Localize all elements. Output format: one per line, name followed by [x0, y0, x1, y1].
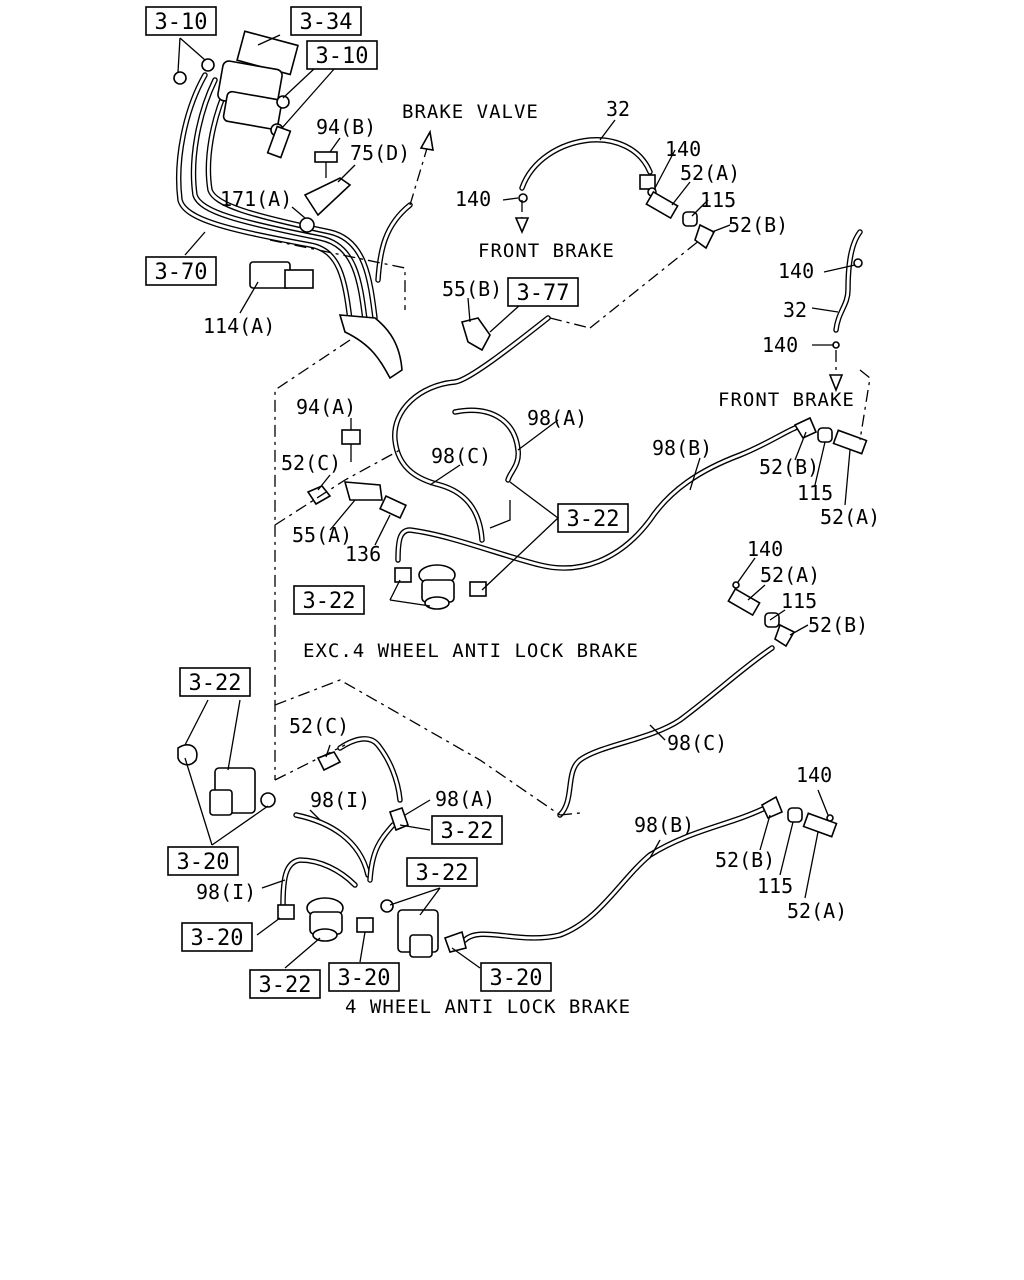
label-94a: 94(A) [296, 395, 356, 419]
label-55a: 55(A) [292, 523, 352, 547]
label-171a: 171(A) [220, 187, 292, 211]
label-115-b: 115 [797, 481, 833, 505]
union-52c-a [306, 485, 332, 506]
components [173, 30, 868, 958]
ref-3-22-f: 3-22 [259, 973, 312, 998]
hose-32-top [519, 137, 653, 191]
label-115-a: 115 [700, 188, 736, 212]
caption-exc-abs: EXC.4 WHEEL ANTI LOCK BRAKE [303, 640, 639, 662]
label-98a-b: 98(A) [435, 787, 495, 811]
label-140-e: 140 [747, 537, 783, 561]
ref-3-20-b: 3-20 [191, 926, 244, 951]
label-52a-d: 52(A) [787, 899, 847, 923]
label-52c-b: 52(C) [289, 714, 349, 738]
caption-front-brake-right: FRONT BRAKE [718, 389, 855, 411]
label-115-d: 115 [757, 874, 793, 898]
bolt-94a [341, 429, 361, 462]
ref-3-20-c: 3-20 [338, 966, 391, 991]
label-136: 136 [345, 542, 381, 566]
label-140-f: 140 [796, 763, 832, 787]
caption-brake-valve: BRAKE VALVE [402, 101, 539, 123]
label-32-right: 32 [783, 298, 807, 322]
label-52a-a: 52(A) [680, 161, 740, 185]
label-98c-b: 98(C) [667, 731, 727, 755]
captions: BRAKE VALVE FRONT BRAKE FRONT BRAKE EXC.… [303, 101, 855, 1018]
reference-boxes: 3-10 3-34 3-10 3-70 3-77 3-22 3-22 3-22 … [145, 6, 629, 999]
proportioning-valve-lower [277, 897, 374, 942]
label-52a-b: 52(A) [820, 505, 880, 529]
ref-3-20-d: 3-20 [490, 966, 543, 991]
bolt-136 [379, 494, 407, 520]
label-140-a: 140 [455, 187, 491, 211]
label-140-d: 140 [762, 333, 798, 357]
label-52b-a: 52(B) [728, 213, 788, 237]
pipes [175, 72, 863, 943]
ref-3-22-b: 3-22 [303, 589, 356, 614]
label-98b-b: 98(B) [634, 813, 694, 837]
caption-front-brake-top: FRONT BRAKE [478, 240, 615, 262]
part-labels: 32 140 140 52(A) 115 52(B) 94(B) 75(D) 1… [196, 97, 880, 923]
label-52c-a: 52(C) [281, 451, 341, 475]
fittings-right-lower [760, 795, 838, 838]
label-98b-a: 98(B) [652, 436, 712, 460]
pipe-98b-lower [462, 805, 768, 943]
label-55b: 55(B) [442, 277, 502, 301]
fittings-top [518, 174, 716, 250]
label-98c-a: 98(C) [431, 444, 491, 468]
connector-114a [249, 261, 314, 289]
label-98i-a: 98(I) [310, 788, 370, 812]
label-52b-d: 52(B) [715, 848, 775, 872]
brake-valve-assembly [173, 30, 299, 159]
label-52b-c: 52(B) [808, 613, 868, 637]
abs-modulator-left [177, 744, 276, 816]
label-75d: 75(D) [350, 141, 410, 165]
label-32-top: 32 [606, 97, 630, 121]
ref-3-10-a: 3-10 [155, 10, 208, 35]
clip-55a [343, 481, 383, 501]
label-115-c: 115 [781, 589, 817, 613]
label-94b: 94(B) [316, 115, 376, 139]
ref-3-22-e: 3-22 [416, 861, 469, 886]
label-52a-c: 52(A) [760, 563, 820, 587]
label-98i-b: 98(I) [196, 880, 256, 904]
ref-3-22-c: 3-22 [189, 671, 242, 696]
nut-171a [299, 217, 315, 233]
fittings-right-middle [727, 581, 796, 648]
fittings-right-upper [793, 258, 868, 455]
label-140-b: 140 [665, 137, 701, 161]
label-52b-b: 52(B) [759, 455, 819, 479]
abs-modulator-lower [380, 899, 467, 958]
ref-3-10-b: 3-10 [316, 44, 369, 69]
leader-lines [177, 34, 871, 969]
label-114a: 114(A) [203, 314, 275, 338]
ref-3-22-d: 3-22 [441, 819, 494, 844]
ref-3-34: 3-34 [300, 10, 353, 35]
ref-3-20-a: 3-20 [177, 850, 230, 875]
union-52c-b [316, 751, 342, 772]
caption-abs: 4 WHEEL ANTI LOCK BRAKE [345, 996, 631, 1018]
bolt-94b [303, 151, 352, 217]
label-140-c: 140 [778, 259, 814, 283]
proportioning-valve-upper [394, 564, 487, 610]
label-98a-a: 98(A) [527, 406, 587, 430]
brake-valve-outlet [338, 314, 403, 380]
ref-3-77: 3-77 [517, 281, 570, 306]
ref-3-70: 3-70 [155, 260, 208, 285]
clip-55b [460, 317, 491, 352]
ref-3-22-a: 3-22 [567, 507, 620, 532]
